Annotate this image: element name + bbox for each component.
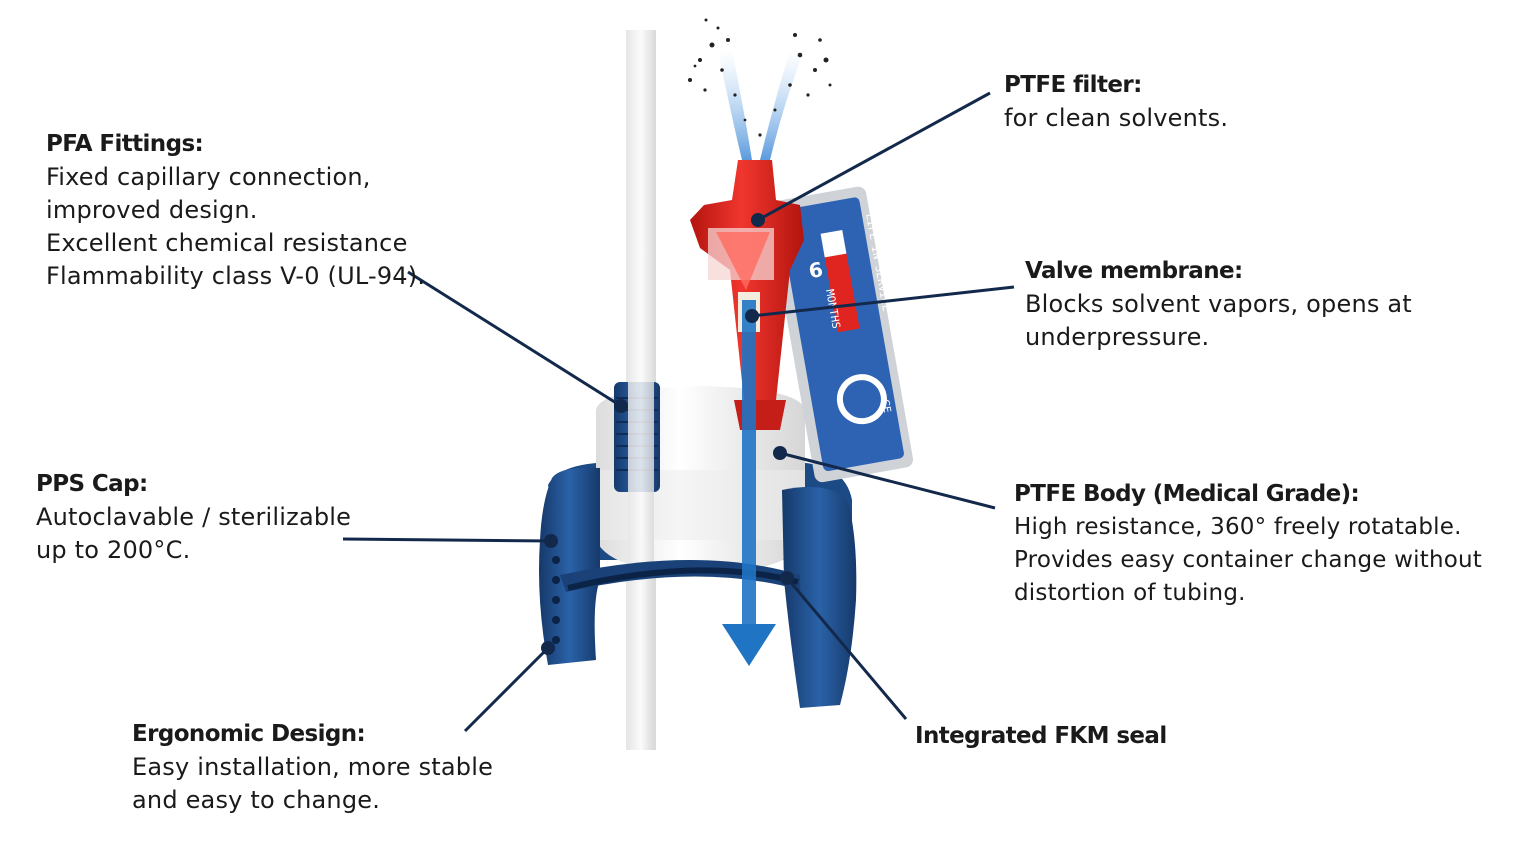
callout-line: Autoclavable / sterilizable xyxy=(36,503,352,531)
leader-endpoints xyxy=(541,213,794,655)
callout-ergonomic-design: Ergonomic Design: Easy installation, mor… xyxy=(132,718,493,817)
vapor-spray-left xyxy=(718,50,752,160)
callout-line: Easy installation, more stable xyxy=(132,753,494,781)
callout-line: High resistance, 360° freely rotatable. xyxy=(1014,514,1462,540)
callout-line: Provides easy container change without xyxy=(1014,547,1482,573)
callout-title: PTFE filter: xyxy=(1004,72,1142,98)
pps-cap-right xyxy=(782,486,857,708)
callout-line: underpressure. xyxy=(1025,323,1210,351)
vapor-spray-right xyxy=(760,50,802,160)
callout-line: distortion of tubing. xyxy=(1014,580,1246,606)
dot-ptfe-body xyxy=(773,446,787,460)
callout-ptfe-body: PTFE Body (Medical Grade): High resistan… xyxy=(1014,478,1482,610)
callout-title: Valve membrane: xyxy=(1025,258,1243,284)
cap-rim xyxy=(560,560,800,592)
leader-pfa-fittings xyxy=(407,270,622,408)
leader-ptfe-filter xyxy=(757,91,991,222)
callout-pfa-fittings: PFA Fittings: Fixed capillary connection… xyxy=(46,128,425,293)
callout-line: improved design. xyxy=(46,196,258,224)
fkm-seal xyxy=(567,567,799,591)
dot-ptfe-filter xyxy=(751,213,765,227)
cap-grip-dots xyxy=(552,556,560,644)
callout-ptfe-filter: PTFE filter: for clean solvents. xyxy=(1004,69,1228,135)
red-body-stem xyxy=(734,400,786,430)
particle-cloud xyxy=(688,18,832,137)
callout-line: up to 200°C. xyxy=(36,536,191,564)
callout-title: PFA Fittings: xyxy=(46,131,204,157)
callout-title: Ergonomic Design: xyxy=(132,721,366,747)
leader-fkm-seal xyxy=(785,577,908,720)
dot-fkm-seal xyxy=(780,571,794,585)
callout-pps-cap: PPS Cap: Autoclavable / sterilizable up … xyxy=(36,468,351,567)
callout-fkm-seal: Integrated FKM seal xyxy=(915,720,1167,753)
callout-line: for clean solvents. xyxy=(1004,104,1229,132)
callout-line: Fixed capillary connection, xyxy=(46,163,371,191)
pps-cap-left xyxy=(539,467,600,665)
callout-title: PTFE Body (Medical Grade): xyxy=(1014,481,1360,507)
service-label-card xyxy=(767,186,914,483)
dot-pfa-fittings xyxy=(614,399,628,413)
leader-ptfe-body xyxy=(779,451,996,510)
leader-lines xyxy=(342,91,1015,733)
flow-arrow-shaft xyxy=(742,300,756,630)
leader-ergonomic xyxy=(463,646,550,733)
service-label-ce-mark: CE xyxy=(879,399,892,414)
dot-pps-cap xyxy=(544,534,558,548)
flow-arrow-head xyxy=(722,624,776,666)
leader-valve-membrane xyxy=(751,285,1015,318)
callout-line: Flammability class V-0 (UL-94). xyxy=(46,262,426,290)
dot-valve-membrane xyxy=(745,309,759,323)
dot-ergonomic xyxy=(541,641,555,655)
callout-line: Blocks solvent vapors, opens at xyxy=(1025,290,1412,318)
callout-line: and easy to change. xyxy=(132,786,381,814)
callout-valve-membrane: Valve membrane: Blocks solvent vapors, o… xyxy=(1025,255,1412,354)
callout-line: Excellent chemical resistance xyxy=(46,229,408,257)
leader-pps-cap xyxy=(342,537,552,543)
callout-title: Integrated FKM seal xyxy=(915,723,1167,749)
callout-title: PPS Cap: xyxy=(36,471,148,497)
membrane-cone xyxy=(716,232,770,290)
service-label-months: 6 xyxy=(807,257,825,283)
